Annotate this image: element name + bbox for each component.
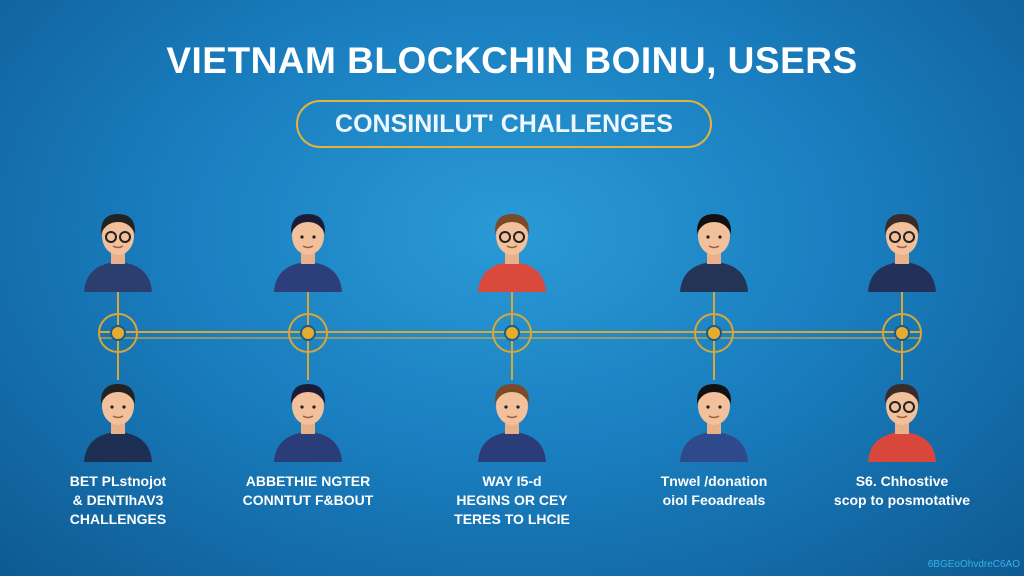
challenge-caption: Tnwel /donation oiol Feoadreals bbox=[604, 472, 824, 510]
caption-line: & DENTIhAV3 bbox=[72, 492, 164, 508]
caption-line: oiol Feoadreals bbox=[662, 492, 766, 508]
user-avatar-top bbox=[862, 202, 942, 292]
challenge-caption: S6. Chhostive scop to posmotative bbox=[792, 472, 1012, 510]
caption-line: WAY I5-d bbox=[482, 473, 542, 489]
blockchain-node-icon bbox=[98, 313, 138, 353]
caption-line: scop to posmotative bbox=[833, 492, 971, 508]
user-avatar-bottom bbox=[268, 372, 348, 462]
blockchain-node-icon bbox=[288, 313, 328, 353]
caption-line: BET PLstnojot bbox=[69, 473, 167, 489]
user-avatar-bottom bbox=[78, 372, 158, 462]
blockchain-node-icon bbox=[882, 313, 922, 353]
watermark: 6BGEoOhvdreC6AO bbox=[927, 559, 1020, 570]
user-avatar-bottom bbox=[674, 372, 754, 462]
blockchain-node-icon bbox=[694, 313, 734, 353]
caption-line: CONNTUT F&BOUT bbox=[242, 492, 374, 508]
challenge-caption: ABBETHIE NGTER CONNTUT F&BOUT bbox=[198, 472, 418, 510]
subtitle-pill: CONSINILUT' CHALLENGES bbox=[296, 100, 712, 148]
user-avatar-top bbox=[78, 202, 158, 292]
user-column: S6. Chhostive scop to posmotative bbox=[834, 0, 970, 576]
caption-line: HEGINS OR CEY bbox=[456, 492, 568, 508]
user-column: Tnwel /donation oiol Feoadreals bbox=[661, 0, 767, 576]
caption-line: CHALLENGES bbox=[69, 511, 167, 527]
user-avatar-top bbox=[268, 202, 348, 292]
caption-line: Tnwel /donation bbox=[660, 473, 768, 489]
blockchain-node-icon bbox=[492, 313, 532, 353]
user-avatar-top bbox=[472, 202, 552, 292]
caption-line: TERES TO LHCIE bbox=[454, 511, 570, 527]
caption-line: ABBETHIE NGTER bbox=[245, 473, 371, 489]
user-avatar-top bbox=[674, 202, 754, 292]
caption-line: S6. Chhostive bbox=[855, 473, 949, 489]
user-column: ABBETHIE NGTER CONNTUT F&BOUT bbox=[243, 0, 373, 576]
page-title: VIETNAM BLOCKCHIN BOINU, USERS bbox=[166, 40, 858, 81]
user-avatar-bottom bbox=[862, 372, 942, 462]
user-avatar-bottom bbox=[472, 372, 552, 462]
